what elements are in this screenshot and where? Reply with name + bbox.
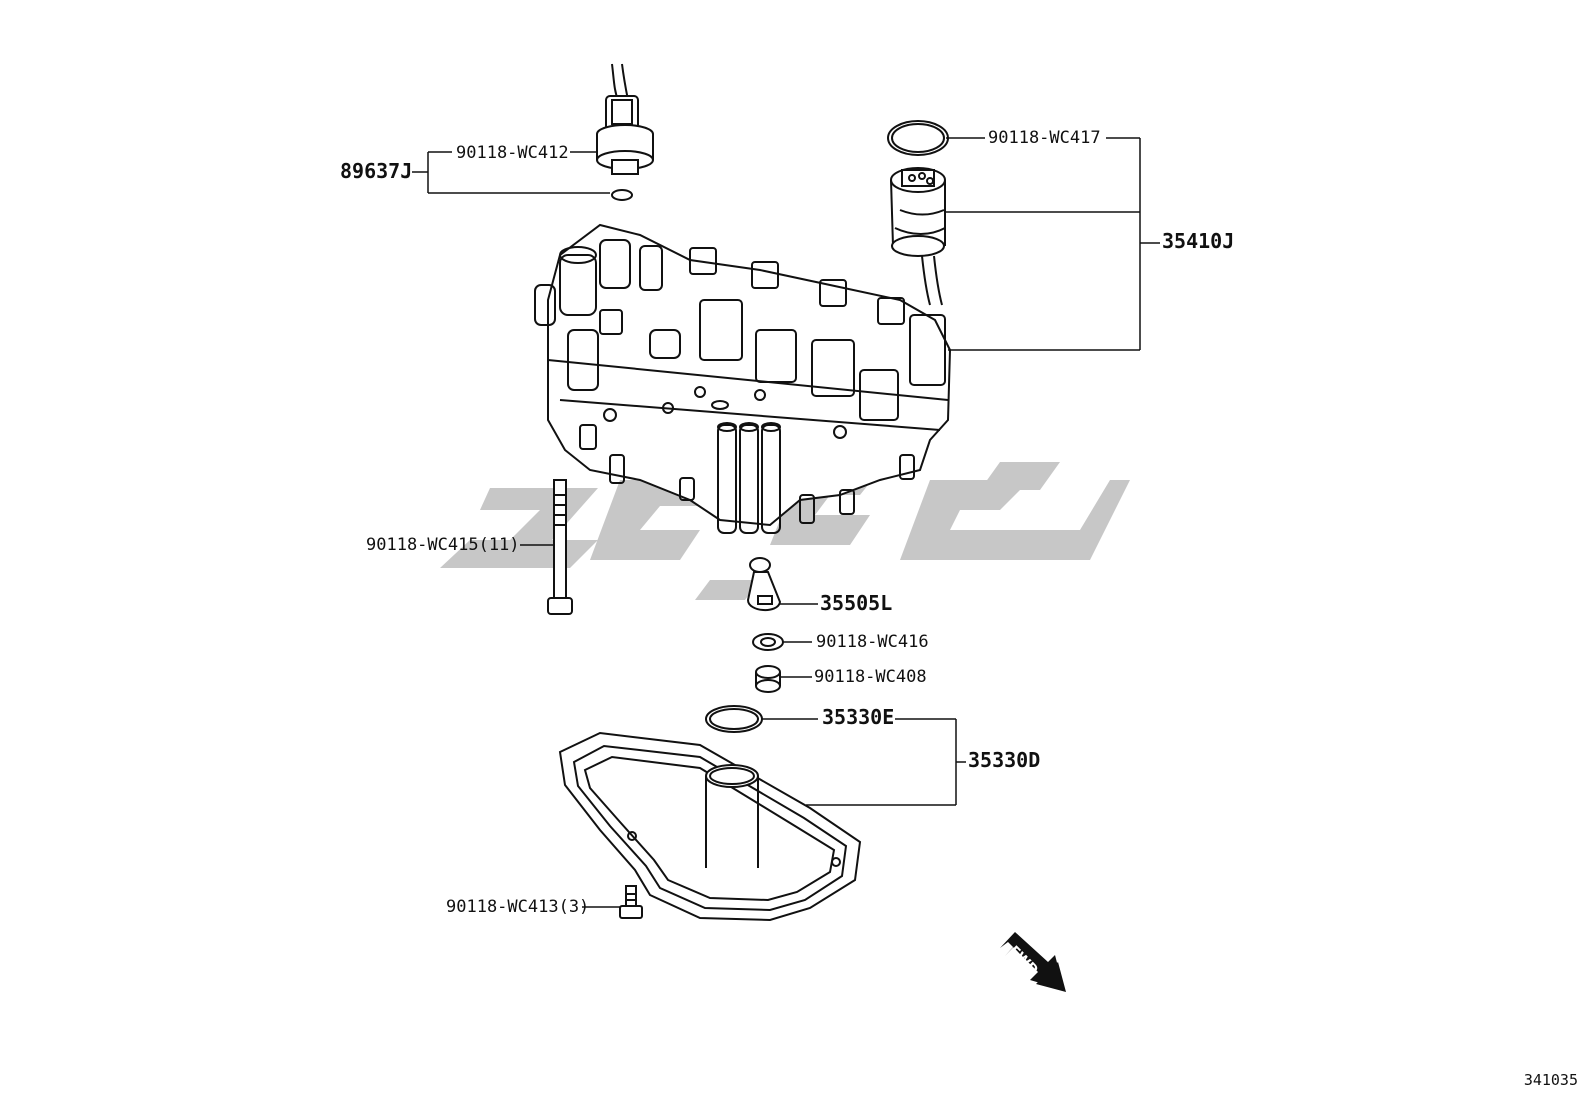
label-90118-WC415: 90118-WC415(11) (366, 535, 520, 555)
plate-part (746, 557, 782, 611)
leader-lines (412, 137, 1160, 908)
pressure-sensor-part (596, 63, 654, 201)
label-90118-WC413: 90118-WC413(3) (446, 897, 590, 917)
fwd-arrow-icon (1000, 932, 1066, 992)
valve-body (534, 223, 952, 534)
label-35330D: 35330D (968, 748, 1041, 772)
label-35330E: 35330E (822, 705, 895, 729)
label-90118-WC416: 90118-WC416 (816, 632, 929, 652)
long-bolt-part (547, 479, 573, 615)
label-89637J: 89637J (340, 159, 413, 183)
label-35410J: 35410J (1162, 229, 1235, 253)
illustration-code: 341035 (1523, 1071, 1578, 1089)
small-bolt-part (619, 885, 643, 919)
label-35505L: 35505L (820, 591, 893, 615)
washer-part (752, 633, 784, 651)
label-90118-WC412: 90118-WC412 (456, 143, 569, 163)
label-90118-WC417: 90118-WC417 (988, 128, 1101, 148)
label-90118-WC408: 90118-WC408 (814, 667, 927, 687)
strainer-part (558, 731, 862, 922)
connector-part (887, 120, 949, 306)
collar-part (755, 665, 781, 693)
part-lines (412, 63, 1160, 922)
